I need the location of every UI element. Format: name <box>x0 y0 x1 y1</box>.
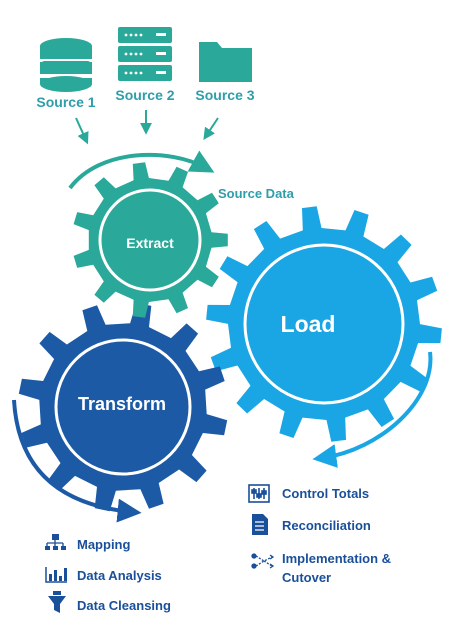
gear-extract-hub <box>106 196 194 284</box>
transform-output-arrow <box>12 399 142 523</box>
data-analysis-label: Data Analysis <box>77 568 162 583</box>
gear-load-ring <box>243 243 405 405</box>
gear-load-hub <box>252 252 396 396</box>
database-icon <box>40 38 92 92</box>
implementation-label: Implementation & <box>282 551 392 566</box>
document-check-icon <box>252 514 268 535</box>
gear-transform-hub <box>63 347 183 467</box>
flow-icon <box>251 553 275 569</box>
source-3-label: Source 3 <box>195 87 255 103</box>
funnel-icon <box>48 591 66 613</box>
cutover-label: Cutover <box>282 570 332 585</box>
extract-input-arrow <box>68 150 215 190</box>
load-label: Load <box>280 311 336 337</box>
reconciliation-label: Reconciliation <box>282 518 371 533</box>
extract-label: Extract <box>126 235 174 251</box>
transform-label: Transform <box>77 394 167 414</box>
gear-extract-ring <box>98 188 202 292</box>
bar-chart-icon <box>45 567 67 583</box>
transform-gear <box>18 302 228 512</box>
source-1-label: Source 1 <box>36 94 96 110</box>
hierarchy-icon <box>45 534 66 550</box>
extract-gear <box>73 162 228 318</box>
source1-arrow <box>75 117 89 145</box>
load-output-arrow <box>312 351 433 468</box>
folder-icon <box>199 42 252 82</box>
server-icon <box>118 27 172 81</box>
data-cleansing-label: Data Cleansing <box>77 598 171 613</box>
gear-transform-ring <box>54 338 192 476</box>
control-totals-label: Control Totals <box>282 486 370 501</box>
source-2-label: Source 2 <box>115 87 175 103</box>
source3-arrow <box>203 117 219 140</box>
sliders-icon <box>248 484 270 503</box>
load-gear <box>206 206 442 442</box>
source-data-label: Source Data <box>218 186 294 201</box>
mapping-label: Mapping <box>77 537 131 552</box>
